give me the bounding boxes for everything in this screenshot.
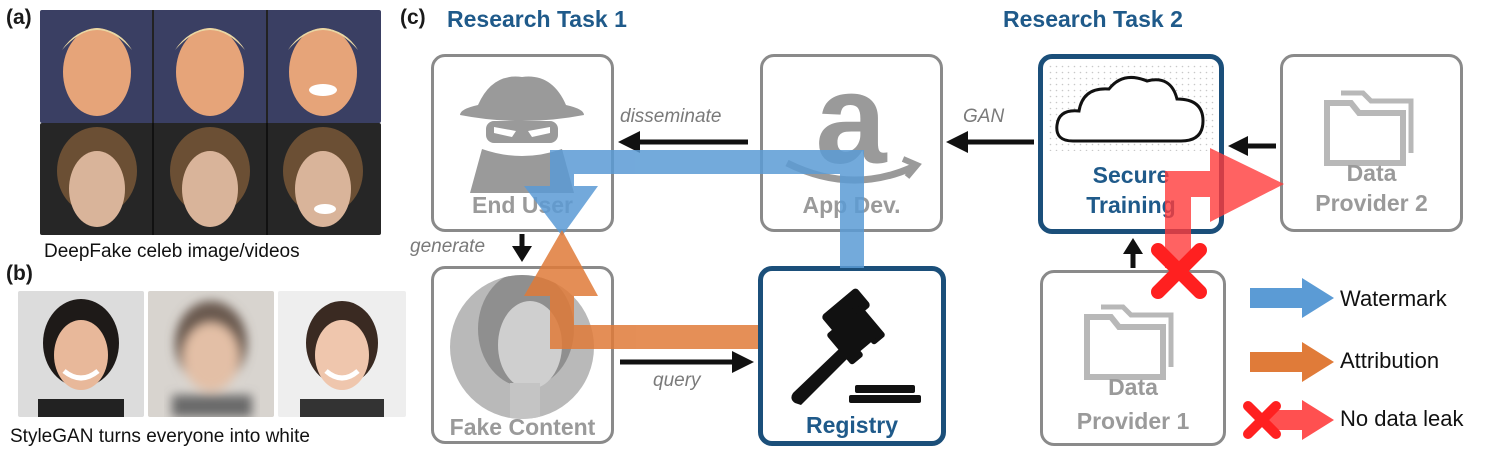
panel-a-tag: (a) (6, 6, 32, 29)
node-registry: Registry (758, 266, 946, 446)
legend-watermark-label: Watermark (1340, 286, 1447, 311)
secure-training-label-line2: Training (1086, 192, 1176, 218)
stylegan-photo-original (18, 291, 144, 417)
arrow-gan (946, 131, 1034, 153)
node-secure-training: Secure Training (1038, 54, 1224, 234)
arrow-data-provider-1-to-training (1123, 238, 1143, 268)
research-task-1-title: Research Task 1 (447, 6, 627, 32)
arrow-generate (512, 234, 532, 262)
arrow-query (620, 351, 754, 373)
data-provider-2-label-line2: Provider 2 (1315, 190, 1428, 216)
panel-a-caption: DeepFake celeb image/videos (44, 241, 300, 262)
data-provider-1-label-line1: Data (1108, 374, 1158, 400)
legend-watermark-swatch (1250, 278, 1334, 318)
node-data-provider-1: Data Provider 1 (1040, 270, 1226, 446)
edge-label-query: query (653, 370, 701, 391)
attribution-flow (524, 230, 758, 349)
legend-no-data-leak-label: No data leak (1340, 406, 1464, 431)
edge-label-disseminate: disseminate (620, 106, 722, 127)
spy-icon (460, 76, 584, 193)
folder-icon (1324, 90, 1414, 166)
face-blurred-image (172, 301, 252, 417)
registry-label: Registry (805, 412, 899, 438)
stylegan-photo-output (278, 291, 406, 417)
folder-icon (1084, 304, 1174, 380)
legend-swatches (1243, 278, 1334, 440)
face-row-1-image (62, 10, 358, 123)
panel-b-caption: StyleGAN turns everyone into white (10, 426, 310, 447)
legend-attribution-swatch (1250, 342, 1334, 382)
gavel-icon (791, 288, 921, 405)
research-task-2-title: Research Task 2 (1003, 6, 1183, 32)
panel-c-tag: (c) (400, 6, 426, 29)
deepfake-row-1 (40, 10, 381, 123)
edge-label-generate: generate (410, 236, 486, 257)
edge-label-gan: GAN (963, 106, 1005, 127)
legend-attribution-label: Attribution (1340, 348, 1440, 373)
cloud-icon (1047, 63, 1215, 151)
secure-training-label-line1: Secure (1092, 162, 1170, 188)
panel-b-tag: (b) (6, 262, 33, 285)
no-data-leak-cross-icon (1151, 243, 1207, 299)
data-provider-2-label-line1: Data (1346, 160, 1397, 186)
face-output-image (300, 301, 384, 417)
deepfake-row-2 (40, 123, 381, 235)
no-data-leak-flow (1165, 148, 1284, 268)
face-original-image (38, 299, 124, 417)
stylegan-photo-blurred (148, 291, 274, 417)
face-row-2-image (57, 123, 363, 235)
node-data-provider-2: Data Provider 2 (1280, 54, 1463, 232)
fake-content-label: Fake Content (449, 414, 596, 440)
watermark-flow (524, 150, 864, 268)
arrow-disseminate (618, 131, 748, 153)
data-provider-1-label-line2: Provider 1 (1076, 408, 1190, 434)
legend-no-data-leak-swatch (1243, 400, 1334, 440)
arrow-data-provider-2-to-training (1228, 136, 1276, 156)
